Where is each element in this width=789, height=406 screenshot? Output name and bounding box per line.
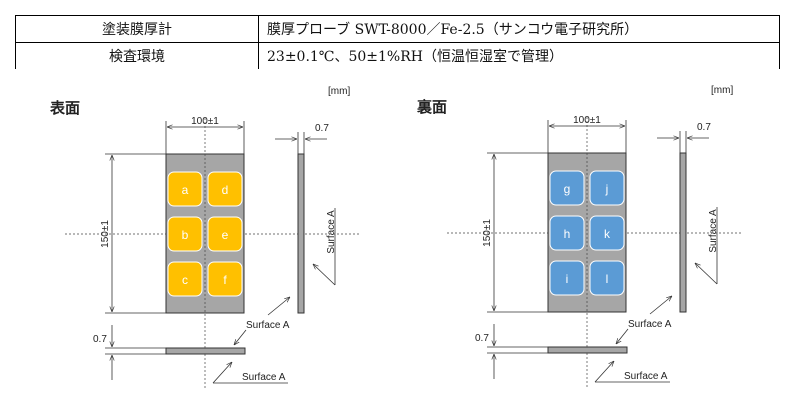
surface-a-mid-label: Surface A (628, 319, 672, 330)
surface-a-side-label: Surface A (708, 209, 719, 253)
patch-label: k (604, 227, 611, 241)
section-title: 裏面 (416, 98, 447, 116)
patch-label: a (182, 183, 189, 197)
surface-arrow (313, 264, 336, 286)
measurement-patch-f (207, 261, 243, 297)
gauge-label: 塗装膜厚計 (15, 15, 259, 43)
surface-a-bottom-label: Surface A (624, 371, 668, 382)
width-dimension-label: 100±1 (573, 115, 601, 126)
table-row: 検査環境 23±0.1℃、50±1%RH（恒温恒湿室で管理） (15, 42, 780, 69)
patch-label: h (564, 227, 571, 241)
height-dimension-label: 150±1 (482, 219, 493, 247)
plate-side-view (297, 153, 305, 314)
surface-a-side-label: Surface A (326, 210, 337, 254)
gauge-value: 膜厚プローブ SWT-8000／Fe-2.5（サンコウ電子研究所） (258, 15, 780, 43)
measurement-patch-b (167, 216, 203, 252)
measurement-patch-c (167, 261, 203, 297)
surface-arrow (212, 362, 232, 384)
environment-value: 23±0.1℃、50±1%RH（恒温恒湿室で管理） (258, 42, 780, 69)
measurement-patch-k (589, 215, 625, 251)
height-dimension-label: 150±1 (100, 220, 111, 248)
patch-label: j (605, 182, 609, 196)
patch-label: f (223, 273, 227, 287)
table-row: 塗装膜厚計 膜厚プローブ SWT-8000／Fe-2.5（サンコウ電子研究所） (15, 15, 780, 43)
unit-label: [mm] (711, 85, 733, 96)
bottom-thickness-label: 0.7 (475, 333, 489, 344)
plate-bottom-view (547, 346, 628, 354)
surface-a-mid-label: Surface A (246, 320, 290, 331)
surface-arrow (649, 296, 672, 315)
patch-label: g (564, 182, 571, 196)
surface-arrow (594, 361, 614, 383)
spec-table: 塗装膜厚計 膜厚プローブ SWT-8000／Fe-2.5（サンコウ電子研究所） … (15, 15, 780, 69)
surface-arrow (616, 328, 629, 344)
patch-label: l (606, 272, 609, 286)
plate-bottom-view (165, 347, 246, 355)
bottom-thickness-label: 0.7 (93, 334, 107, 345)
patch-label: e (222, 228, 229, 242)
width-dimension-label: 100±1 (191, 116, 219, 127)
measurement-patch-i (549, 260, 585, 296)
patch-label: d (222, 183, 229, 197)
surface-arrow (234, 329, 247, 345)
measurement-patch-d (207, 171, 243, 207)
patch-label: i (566, 272, 569, 286)
measurement-patch-a (167, 171, 203, 207)
section-title: 表面 (50, 99, 80, 117)
plate-side-view (679, 152, 687, 313)
patch-label: b (182, 228, 189, 242)
surface-arrow (695, 263, 718, 285)
measurement-patch-h (549, 215, 585, 251)
unit-label: [mm] (328, 86, 350, 97)
measurement-patch-g (549, 170, 585, 206)
side-thickness-label: 0.7 (315, 123, 329, 134)
measurement-patch-l (589, 260, 625, 296)
surface-a-bottom-label: Surface A (242, 372, 286, 383)
patch-label: c (182, 273, 188, 287)
measurement-patch-j (589, 170, 625, 206)
measurement-patch-e (207, 216, 243, 252)
side-thickness-label: 0.7 (697, 122, 711, 133)
surface-arrow (267, 297, 290, 316)
